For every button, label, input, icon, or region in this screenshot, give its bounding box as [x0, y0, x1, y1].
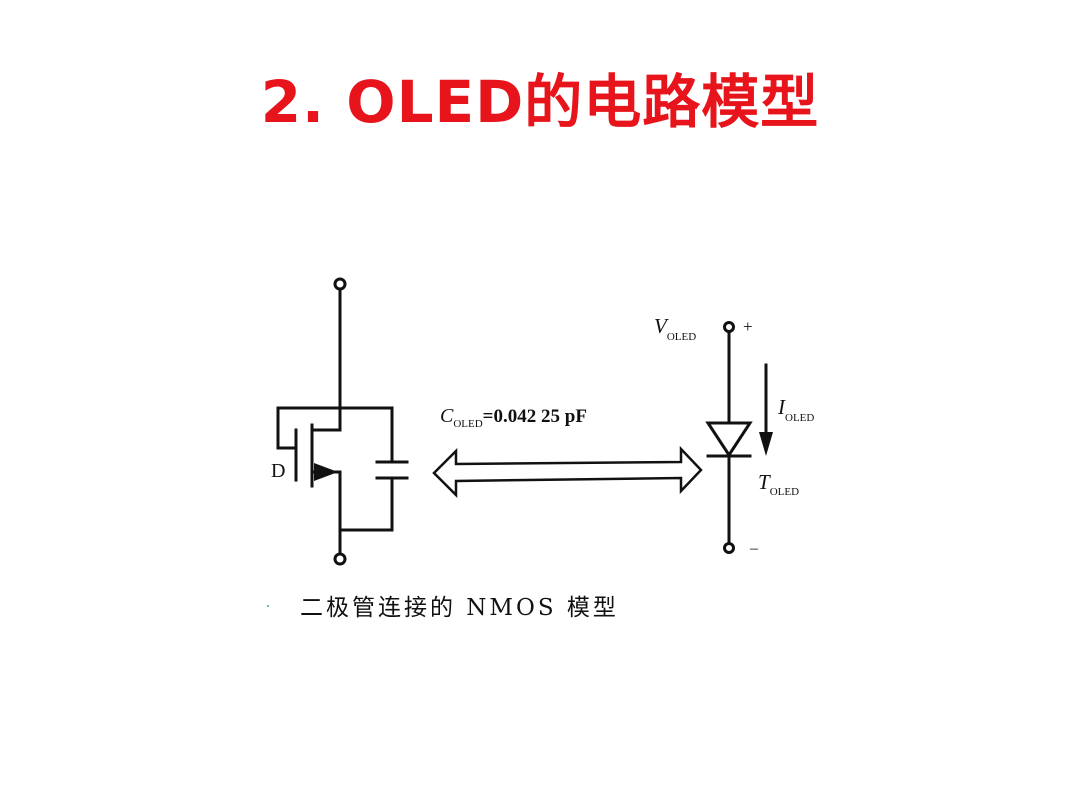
v-oled-label: VOLED [654, 314, 696, 343]
figure-caption: 二极管连接的 NMOS 模型 [300, 595, 619, 621]
equivalence-arrow [432, 445, 703, 499]
c-oled-label: COLED=0.042 25 pF [440, 405, 587, 430]
plus-label: + [743, 317, 753, 336]
i-subscript: OLED [785, 412, 814, 424]
t-oled-label: TOLED [758, 470, 799, 498]
slide-title: 2. OLED的电路模型 [260, 68, 820, 136]
nmos-source-arrow [314, 463, 338, 481]
c-subscript: OLED [453, 418, 482, 430]
top-terminal [333, 277, 347, 291]
diode-triangle [705, 421, 753, 458]
v-subscript: OLED [667, 331, 696, 343]
bottom-terminal [333, 552, 347, 566]
minus-terminal [723, 542, 735, 554]
c-value: =0.042 25 pF [483, 406, 587, 427]
i-symbol: I [777, 395, 786, 419]
t-symbol: T [758, 470, 771, 494]
t-subscript: OLED [770, 486, 799, 498]
current-arrow-head [759, 432, 773, 456]
mos-label: D [271, 460, 285, 482]
i-oled-label: IOLED [777, 395, 814, 424]
v-symbol: V [654, 314, 669, 338]
plus-terminal [723, 321, 735, 333]
caption-bullet [267, 605, 269, 607]
c-symbol: C [440, 405, 454, 427]
minus-label: – [749, 540, 759, 557]
